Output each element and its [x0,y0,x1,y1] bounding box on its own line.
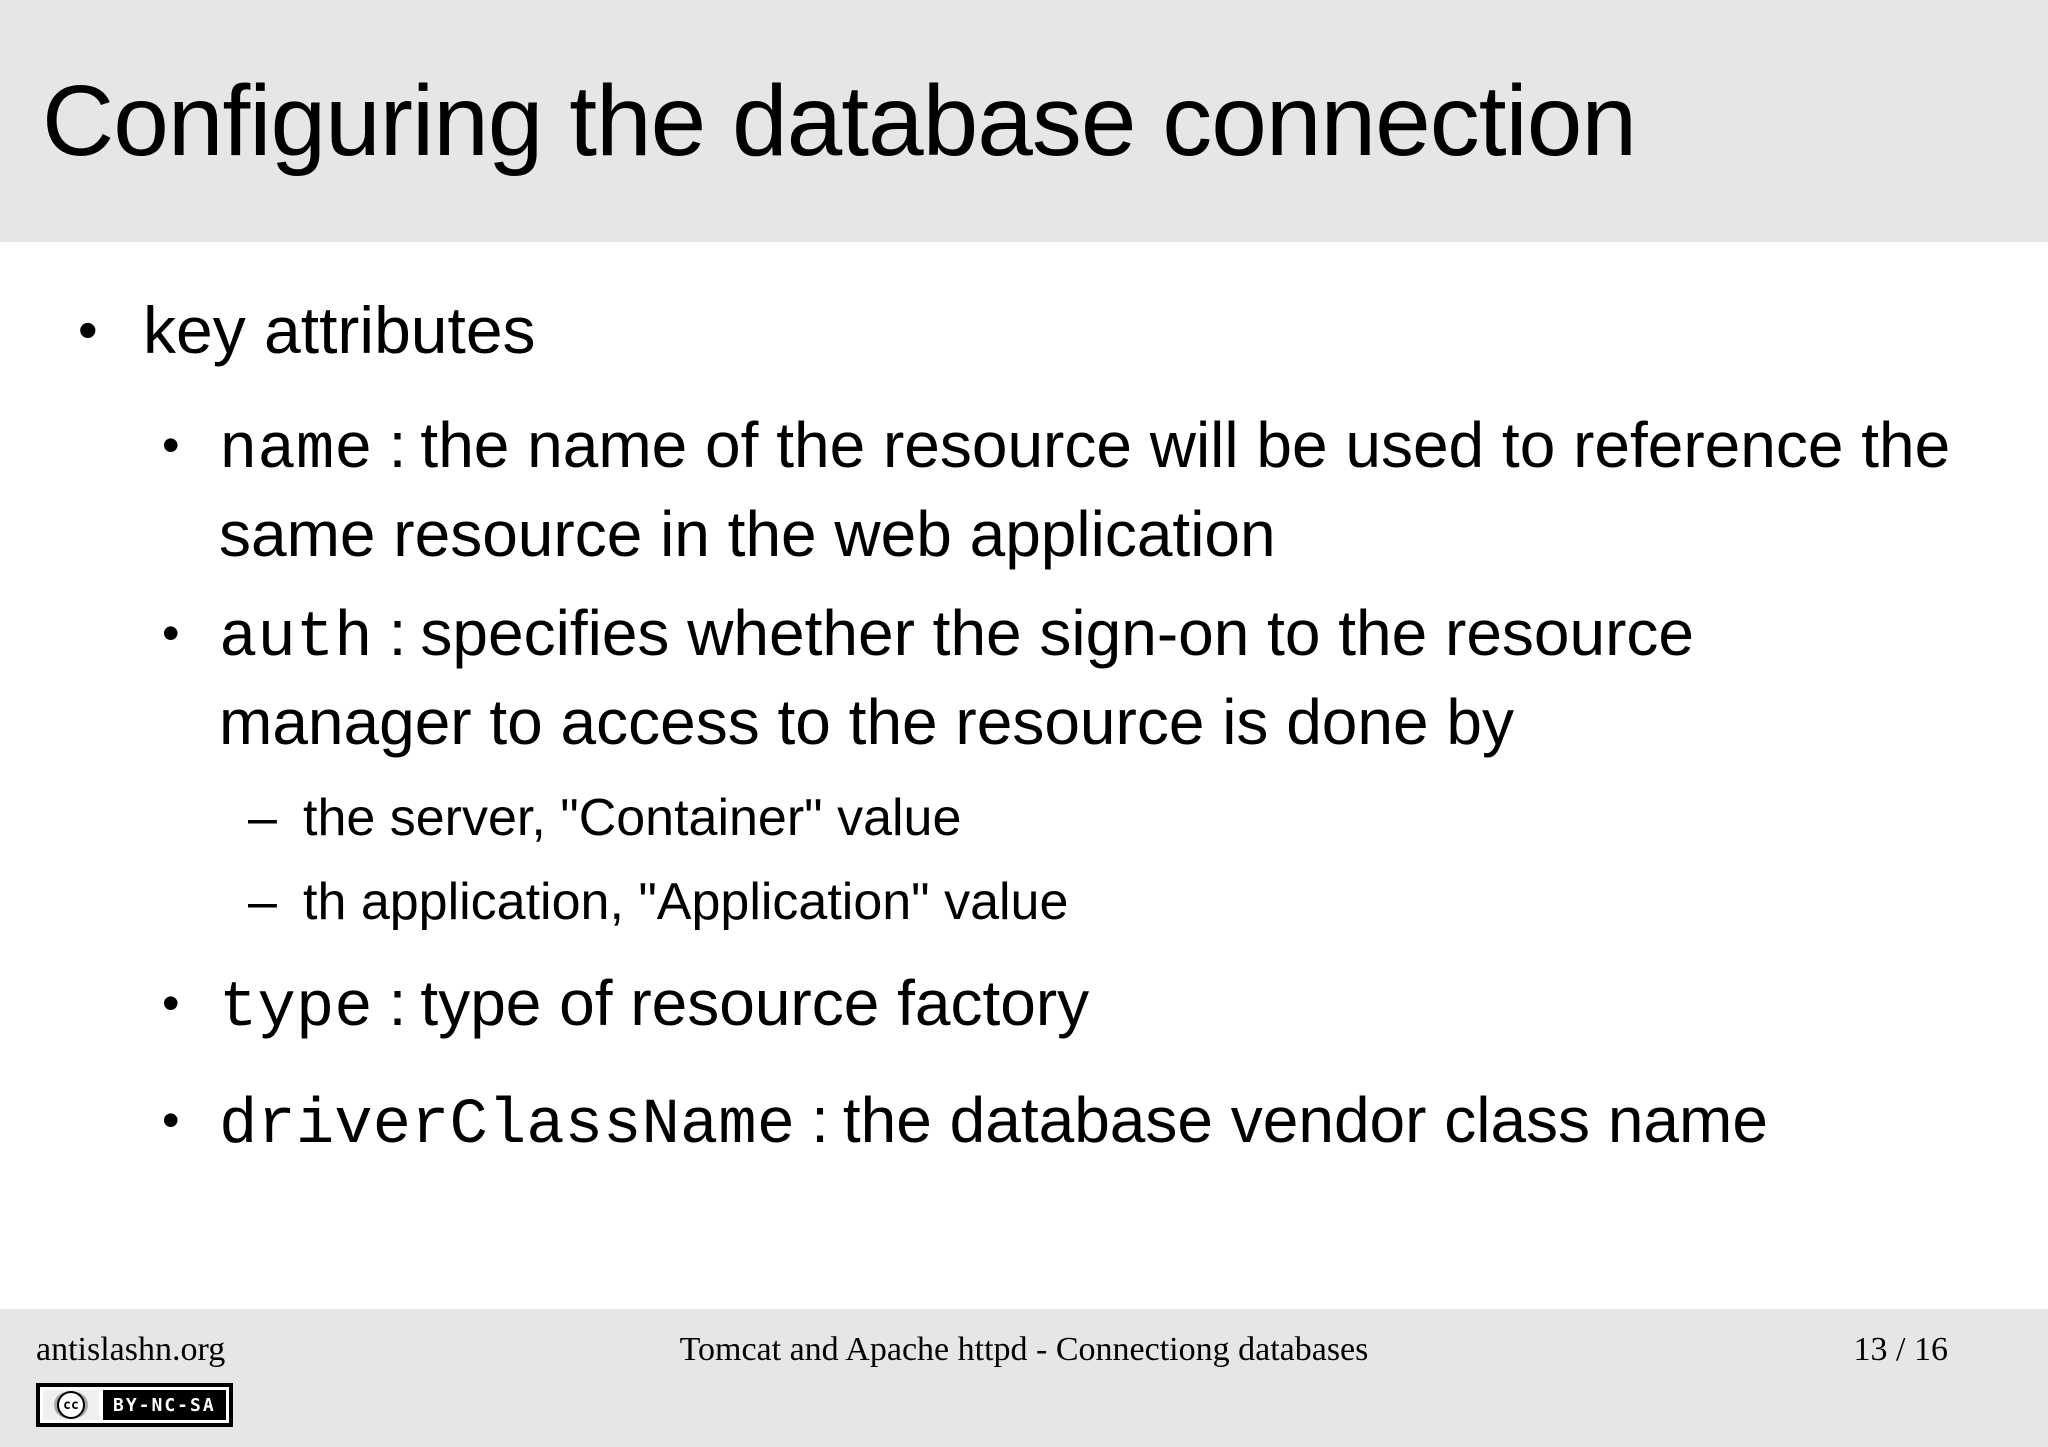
footer-band: antislashn.org cc BY-NC-SA Tomcat and Ap… [0,1309,2048,1447]
bullet-icon: • [162,1092,180,1148]
attribute-term: type [219,973,373,1045]
bullet-item-driverclassname: • driverClassName:the database vendor cl… [0,1079,2048,1168]
bullet-item-name: • name:the name of the resource will be … [0,404,2048,576]
attribute-term: name [219,415,373,487]
cc-logo: cc [43,1390,99,1420]
separator: : [388,967,407,1039]
bullet-text: type:type of resource factory [219,962,1089,1051]
bullet-icon: • [162,605,180,661]
cc-license-badge: cc BY-NC-SA [36,1383,233,1427]
bullet-item-key-attributes: • key attributes [0,290,2048,370]
separator: : [811,1084,829,1156]
bullet-text: auth:specifies whether the sign-on to th… [219,592,1964,764]
page-number: 13 / 16 [1853,1331,1948,1368]
sub-bullet-text: th application, "Application" value [303,873,1069,931]
bullet-icon: • [162,417,180,473]
dash-icon: – [248,789,277,847]
bullet-text: key attributes [143,293,536,367]
title-band: Configuring the database connection [0,0,2048,242]
attribute-description: specifies whether the sign-on to the res… [219,597,1694,758]
cc-circle-icon: cc [57,1391,85,1419]
bullet-icon: • [78,298,98,361]
attribute-description: the database vendor class name [842,1084,1768,1156]
slide-title: Configuring the database connection [42,64,1637,177]
cc-license-label: BY-NC-SA [103,1390,226,1420]
footer-site-url: antislashn.org [36,1331,226,1368]
bullet-text: driverClassName:the database vendor clas… [219,1079,1768,1168]
separator: : [388,409,407,481]
bullet-item-type: • type:type of resource factory [0,962,2048,1051]
slide-body: • key attributes • name:the name of the … [0,242,2048,1309]
separator: : [388,597,407,669]
dash-icon: – [248,873,277,931]
attribute-term: driverClassName [219,1090,796,1162]
attribute-description: type of resource factory [420,967,1090,1039]
sub-bullet-text: the server, "Container" value [303,789,962,847]
attribute-term: auth [219,603,373,675]
attribute-description: the name of the resource will be used to… [219,409,1951,570]
bullet-text: name:the name of the resource will be us… [219,404,1964,576]
footer-document-title: Tomcat and Apache httpd - Connectiong da… [679,1331,1369,1368]
bullet-item-auth: • auth:specifies whether the sign-on to … [0,592,2048,764]
sub-bullet-item-container: – the server, "Container" value [0,784,2048,852]
bullet-icon: • [162,975,180,1031]
sub-bullet-item-application: – th application, "Application" value [0,868,2048,936]
